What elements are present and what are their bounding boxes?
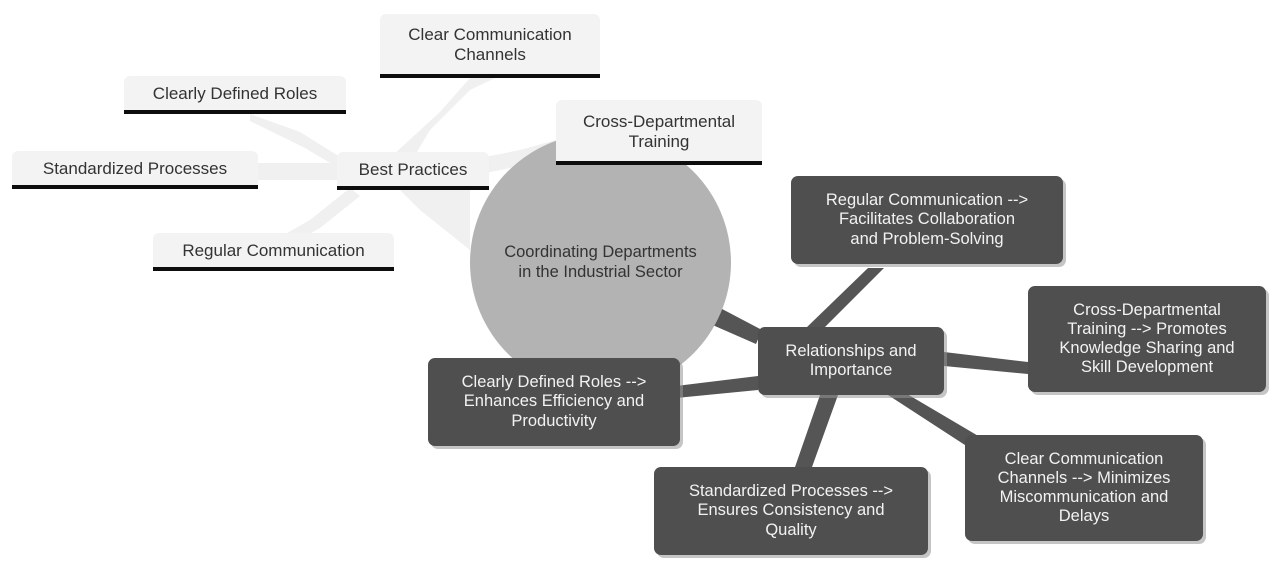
- node-cross-departmental-training-benefit[interactable]: Cross-Departmental Training --> Promotes…: [1028, 286, 1266, 392]
- node-root[interactable]: Coordinating Departments in the Industri…: [470, 133, 731, 392]
- node-best-practices[interactable]: Best Practices: [337, 152, 489, 190]
- edge-bp-standardized-processes: [258, 163, 337, 180]
- node-cross-departmental-training-label: Cross-Departmental Training: [582, 111, 736, 151]
- node-best-practices-label: Best Practices: [358, 160, 468, 180]
- node-regular-communication-benefit[interactable]: Regular Communication --> Facilitates Co…: [791, 176, 1063, 264]
- edge-relationships-clearly-defined-roles-benefit: [676, 376, 758, 398]
- node-clearly-defined-roles-benefit[interactable]: Clearly Defined Roles --> Enhances Effic…: [428, 358, 680, 446]
- edge-relationships-cross-departmental-training-benefit: [944, 352, 1028, 374]
- edge-bp-clear-communication-channels: [392, 78, 495, 172]
- node-standardized-processes-benefit[interactable]: Standardized Processes --> Ensures Consi…: [654, 467, 928, 555]
- node-regular-communication-benefit-label: Regular Communication --> Facilitates Co…: [825, 191, 1029, 248]
- node-clearly-defined-roles-benefit-label: Clearly Defined Roles --> Enhances Effic…: [461, 373, 647, 430]
- node-cross-departmental-training-benefit-label: Cross-Departmental Training --> Promotes…: [1059, 300, 1235, 377]
- node-standardized-processes-label: Standardized Processes: [42, 159, 228, 179]
- node-clear-communication-channels-label: Clear Communication Channels: [408, 25, 572, 64]
- node-clear-communication-channels[interactable]: Clear Communication Channels: [380, 14, 600, 78]
- node-regular-communication-label: Regular Communication: [182, 241, 365, 261]
- node-relationships[interactable]: Relationships and Importance: [758, 327, 944, 395]
- edge-relationships-clear-communication-channels-benefit: [888, 391, 980, 447]
- node-standardized-processes-benefit-label: Standardized Processes --> Ensures Consi…: [688, 482, 894, 539]
- node-standardized-processes[interactable]: Standardized Processes: [12, 151, 258, 189]
- edge-relationships-regular-communication-benefit: [806, 268, 884, 330]
- node-relationships-label: Relationships and Importance: [785, 341, 917, 379]
- edge-bp-cross-departmental-training: [470, 140, 556, 176]
- edge-bp-clearly-defined-roles: [250, 114, 345, 172]
- node-regular-communication[interactable]: Regular Communication: [153, 233, 394, 271]
- node-clear-communication-channels-benefit[interactable]: Clear Communication Channels --> Minimiz…: [965, 435, 1203, 541]
- node-clear-communication-channels-benefit-label: Clear Communication Channels --> Minimiz…: [997, 449, 1171, 526]
- edge-relationships-standardized-processes-benefit: [795, 395, 838, 467]
- node-clearly-defined-roles[interactable]: Clearly Defined Roles: [124, 76, 346, 114]
- node-cross-departmental-training[interactable]: Cross-Departmental Training: [556, 100, 762, 165]
- node-clearly-defined-roles-label: Clearly Defined Roles: [152, 84, 318, 104]
- node-root-label: Coordinating Departments in the Industri…: [504, 243, 697, 281]
